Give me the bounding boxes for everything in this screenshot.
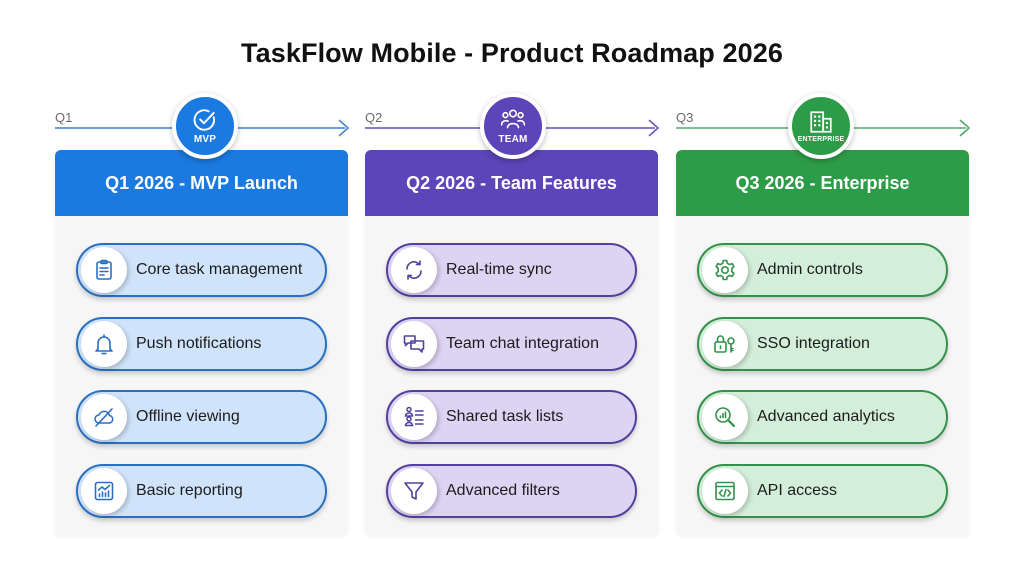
feature-item[interactable]: Advanced filters (386, 464, 637, 518)
feature-item[interactable]: Basic reporting (76, 464, 327, 518)
clipboard-icon (96, 259, 112, 280)
phase-panel-q2: Q2 2026 - Team Features Real-time sync T… (365, 150, 658, 536)
feature-item[interactable]: Admin controls (697, 243, 948, 297)
phase-header: Q3 2026 - Enterprise (676, 150, 969, 216)
chat-bubbles-icon (403, 335, 425, 353)
feature-label: Advanced analytics (757, 408, 895, 425)
code-window-icon (715, 481, 735, 501)
badge-label: ENTERPRISE (797, 136, 845, 143)
feature-label: Push notifications (136, 335, 262, 352)
sync-icon (406, 260, 422, 280)
feature-item[interactable]: Core task management (76, 243, 327, 297)
arrow-right-icon (648, 119, 660, 137)
feature-label: Core task management (136, 261, 303, 278)
phase-header: Q2 2026 - Team Features (365, 150, 658, 216)
feature-item[interactable]: Push notifications (76, 317, 327, 371)
users-icon (500, 109, 526, 129)
lock-key-icon (714, 335, 735, 353)
phase-badge-enterprise: ENTERPRISE (788, 93, 854, 159)
quarter-label-q1: Q1 (55, 110, 73, 125)
arrow-right-icon (338, 119, 350, 137)
feature-item[interactable]: API access (697, 464, 948, 518)
feature-label: API access (757, 482, 838, 499)
feature-item[interactable]: Shared task lists (386, 390, 637, 444)
feature-label: Real-time sync (446, 261, 552, 278)
feature-item[interactable]: Offline viewing (76, 390, 327, 444)
arrow-right-icon (959, 119, 971, 137)
phase-header: Q1 2026 - MVP Launch (55, 150, 348, 216)
phase-panel-q1: Q1 2026 - MVP Launch Core task managemen… (55, 150, 348, 536)
filter-icon (404, 482, 424, 500)
phase-badge-team: TEAM (480, 93, 546, 159)
chart-report-icon (94, 481, 114, 501)
gear-icon (715, 259, 735, 281)
badge-label: MVP (193, 134, 217, 145)
feature-label: SSO integration (757, 335, 870, 352)
quarter-label-q3: Q3 (676, 110, 694, 125)
feature-item[interactable]: SSO integration (697, 317, 948, 371)
badge-label: TEAM (498, 134, 528, 145)
magnify-chart-icon (715, 407, 736, 428)
feature-label: Offline viewing (136, 408, 240, 425)
phase-panel-q3: Q3 2026 - Enterprise Admin controls SSO … (676, 150, 969, 536)
feature-label: Shared task lists (446, 408, 564, 425)
phase-badge-mvp: MVP (172, 93, 238, 159)
feature-item[interactable]: Real-time sync (386, 243, 637, 297)
cloud-off-icon (94, 408, 114, 427)
feature-item[interactable]: Team chat integration (386, 317, 637, 371)
feature-label: Advanced filters (446, 482, 560, 499)
check-circle-icon (193, 109, 216, 131)
building-icon (810, 111, 832, 133)
feature-label: Team chat integration (446, 335, 599, 352)
feature-label: Basic reporting (136, 482, 243, 499)
user-list-icon (404, 406, 424, 427)
bell-icon (95, 334, 113, 355)
page-title: TaskFlow Mobile - Product Roadmap 2026 (241, 38, 783, 68)
feature-item[interactable]: Advanced analytics (697, 390, 948, 444)
feature-label: Admin controls (757, 261, 863, 278)
quarter-label-q2: Q2 (365, 110, 383, 125)
